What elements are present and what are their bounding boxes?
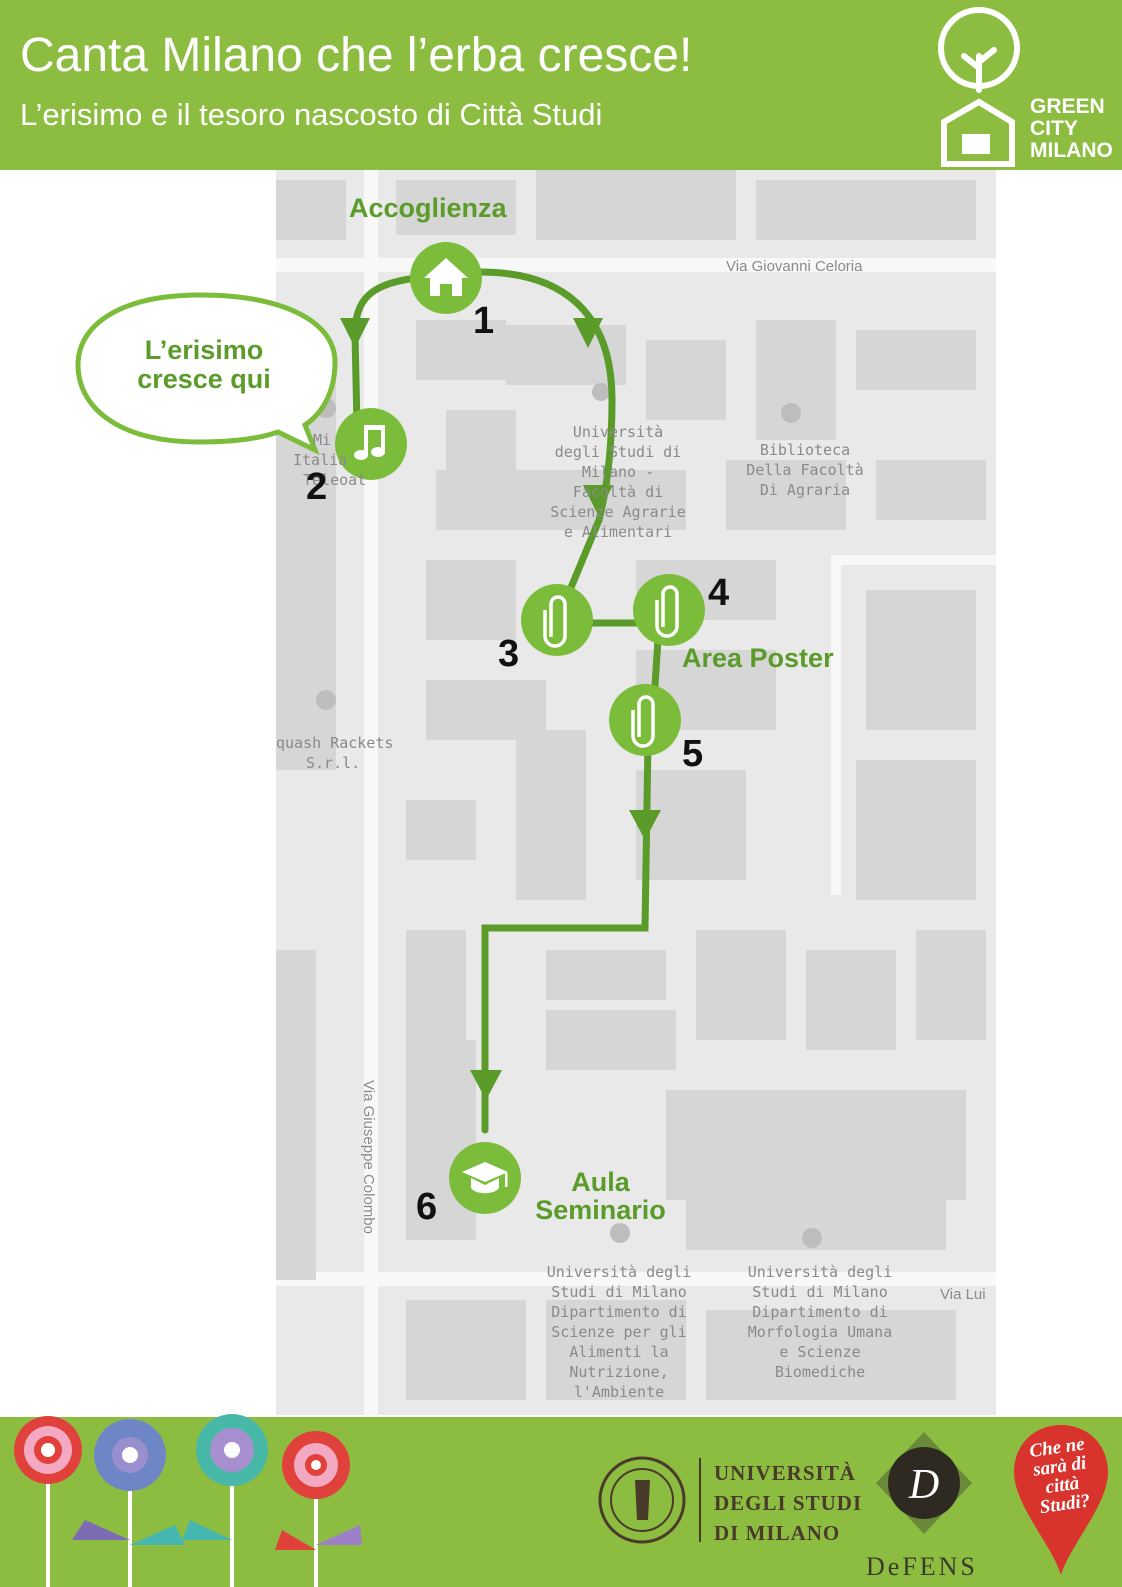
school-icon xyxy=(610,1223,630,1243)
stop-marker-4[interactable] xyxy=(633,574,705,646)
graduation-cap-icon xyxy=(462,1162,508,1194)
stop-number: 2 xyxy=(306,466,328,508)
stop-label-aula-seminario: Aula Seminario xyxy=(535,1167,666,1225)
unimi-seal-icon xyxy=(598,1456,701,1544)
home-icon xyxy=(424,258,468,296)
place-label: Università degli Studi di Milano Diparti… xyxy=(747,1263,893,1381)
speech-bubble xyxy=(75,292,338,456)
stop-number: 3 xyxy=(498,633,520,675)
arrow-icon xyxy=(573,318,603,348)
page-title: Canta Milano che l’erba cresce! xyxy=(20,29,693,82)
flower-icon xyxy=(275,1431,362,1587)
logo-text-line: MILANO xyxy=(1030,139,1113,162)
logo-text-line: CITY xyxy=(1030,117,1078,140)
school-icon xyxy=(802,1228,822,1248)
defens-logo: D xyxy=(876,1432,972,1534)
place-label: Università degli Studi di Milano Diparti… xyxy=(546,1263,692,1401)
paperclip-icon xyxy=(631,695,655,748)
defens-text: DeFENS xyxy=(866,1552,978,1581)
place-label: Biblioteca Della Facoltà Di Agraria xyxy=(746,441,864,499)
bubble-text: L’erisimo cresce qui xyxy=(137,335,271,394)
stop-number: 1 xyxy=(473,300,495,342)
street-label: Via Giovanni Celoria xyxy=(726,258,863,275)
stop-number: 6 xyxy=(416,1186,438,1228)
place-label: Mi Italia Teleoat xyxy=(293,431,367,489)
campus-map[interactable] xyxy=(276,170,996,1415)
pin-icon xyxy=(592,383,610,401)
place-label: quash Rackets S.r.l. xyxy=(276,734,394,772)
stop-marker-6[interactable] xyxy=(449,1142,521,1214)
unimi-line: UNIVERSITÀ xyxy=(714,1461,856,1485)
fitness-icon xyxy=(316,690,336,710)
chene-logo-text: Che ne sarà di città Studi? xyxy=(1028,1433,1092,1519)
stop-marker-3[interactable] xyxy=(521,584,593,656)
page-subtitle: L’erisimo e il tesoro nascosto di Città … xyxy=(20,97,603,132)
paperclip-icon xyxy=(655,585,679,638)
green-city-milano-text: GREEN CITY MILANO xyxy=(1030,96,1113,162)
stop-number: 4 xyxy=(708,572,730,614)
stop-marker-2[interactable] xyxy=(335,408,407,480)
stop-number: 5 xyxy=(682,733,704,775)
library-icon xyxy=(781,403,801,423)
flower-icon xyxy=(14,1416,82,1587)
place-label: Università degli Studi di Milano - Facol… xyxy=(550,423,686,541)
arrow-icon xyxy=(470,1070,502,1100)
arrow-icon xyxy=(583,485,613,515)
unimi-logo-text: UNIVERSITÀ DEGLI STUDI DI MILANO xyxy=(714,1458,862,1548)
flower-icon xyxy=(182,1414,268,1587)
svg-text:D: D xyxy=(908,1462,939,1508)
street-label: Via Lui xyxy=(940,1286,986,1303)
stop-marker-5[interactable] xyxy=(609,684,681,756)
music-note-icon xyxy=(354,425,385,460)
stop-marker-1[interactable] xyxy=(410,242,482,314)
logo-text-line: GREEN xyxy=(1030,95,1105,118)
header-banner: Canta Milano che l’erba cresce! L’erisim… xyxy=(0,0,1122,170)
green-city-milano-logo xyxy=(938,7,1020,167)
map-pin-logo xyxy=(1014,1425,1108,1575)
arrow-icon xyxy=(629,810,661,840)
stop-label-accoglienza: Accoglienza xyxy=(349,193,507,223)
paperclip-icon xyxy=(543,595,567,648)
unimi-line: DEGLI STUDI xyxy=(714,1491,863,1515)
arrow-icon xyxy=(340,318,370,348)
flower-icon xyxy=(72,1419,185,1587)
unimi-line: DI MILANO xyxy=(714,1521,841,1545)
